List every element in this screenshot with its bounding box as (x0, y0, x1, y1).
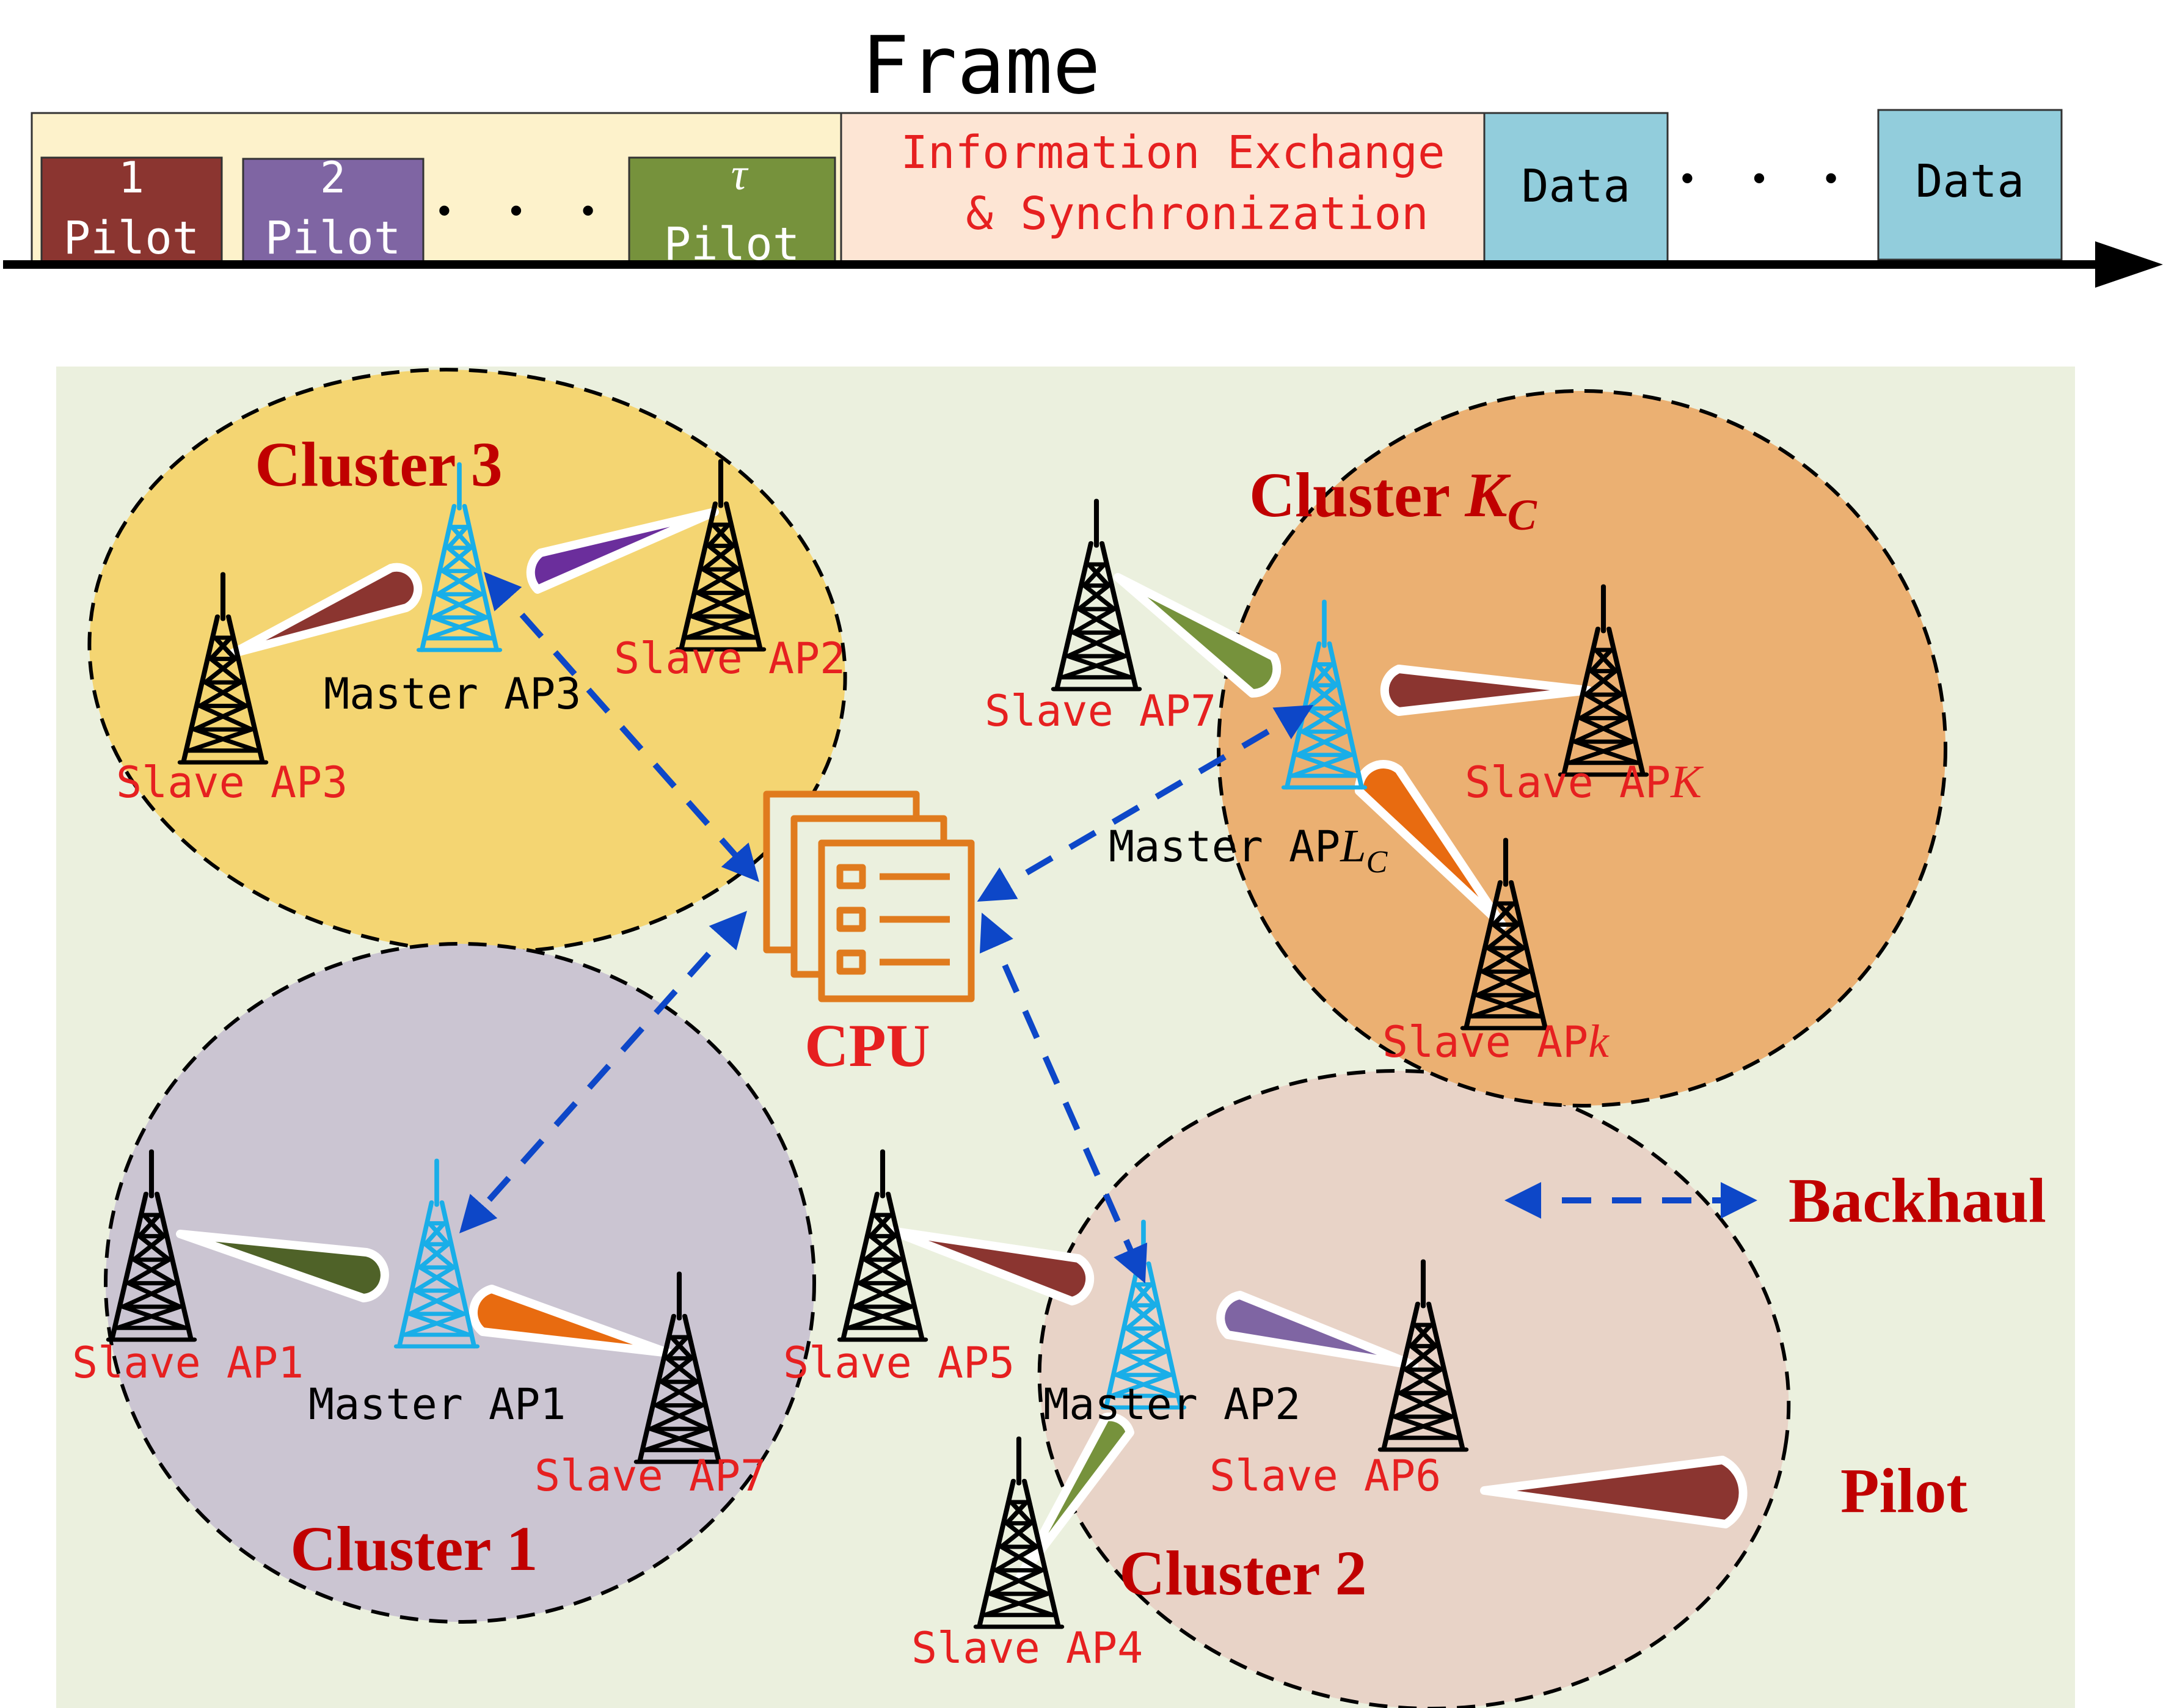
pilot-2-label: Pilot (265, 212, 401, 265)
backhaul-master-apLc (977, 704, 1314, 902)
legend-backhaul-label: Backhaul (1789, 1166, 2046, 1236)
cluster-3-title: Cluster 3 (255, 429, 502, 500)
beam-slave-apK (1380, 665, 1592, 716)
label-master-apLc: Master APLC (1109, 820, 1388, 880)
beam-slave-ap7-top (1114, 573, 1282, 698)
cluster-2-title: Cluster 2 (1119, 1538, 1366, 1608)
label-slave-ap7-top: Slave AP7 (985, 686, 1216, 736)
backhaul-links (459, 572, 1314, 1283)
pilot-block-2 (242, 158, 425, 264)
pilot-beams (176, 508, 1748, 1583)
cluster-1-title: Cluster 1 (290, 1514, 538, 1584)
label-slave-ap4: Slave AP4 (911, 1623, 1143, 1673)
ap-labels: Master AP3 Slave AP3 Slave AP2 Slave AP7… (72, 633, 1704, 1673)
label-slave-ap6: Slave AP6 (1209, 1451, 1441, 1501)
cpu-label: CPU (804, 1012, 930, 1079)
cluster-kc-title: Cluster KC (1249, 460, 1537, 539)
label-slave-ap1: Slave AP1 (72, 1338, 304, 1388)
beam-slave-ap4 (1015, 1412, 1134, 1583)
info-exchange-line2: & Synchronization (966, 188, 1428, 240)
label-slave-ap7-bottom: Slave AP7 (534, 1451, 766, 1501)
legend: Backhaul Pilot (1504, 1166, 2046, 1526)
frame-title: Frame (861, 19, 1100, 112)
legend-pilot-label: Pilot (1840, 1456, 1967, 1526)
frame-dots-right: • • • (1681, 158, 1862, 199)
pilot-tau-index: τ (731, 150, 749, 200)
label-master-ap3: Master AP3 (324, 669, 581, 719)
cluster-2-area (1037, 1068, 1791, 1708)
cpu-icon (763, 790, 975, 1002)
beam-slave-ap7-bottom (469, 1285, 673, 1357)
timeline-arrowhead (2095, 241, 2163, 288)
label-master-ap2: Master AP2 (1043, 1379, 1300, 1429)
beam-slave-ap1 (176, 1230, 389, 1302)
beam-slave-ap3 (228, 563, 423, 658)
data-label-1: Data (1522, 160, 1630, 213)
pilot-1-index: 1 (119, 153, 144, 203)
label-master-ap1: Master AP1 (308, 1379, 566, 1429)
label-slave-ap5: Slave AP5 (783, 1338, 1015, 1388)
label-slave-apK: Slave APK (1465, 756, 1704, 808)
frame-dots-left: • • • (438, 190, 619, 231)
info-exchange-block (840, 112, 1486, 264)
pilot-2-index: 2 (320, 153, 346, 203)
legend-pilot-shape (1480, 1456, 1748, 1528)
label-slave-ap3: Slave AP3 (116, 757, 348, 808)
data-block-1 (1483, 112, 1669, 264)
frame-timeline: Frame 1 Pilot 2 Pilot τ Pilot • • • Info… (3, 19, 2163, 288)
data-block-2 (1877, 109, 2063, 261)
backhaul-master-ap1 (459, 911, 747, 1233)
backhaul-master-ap3 (484, 572, 759, 882)
label-slave-ap2: Slave AP2 (614, 633, 845, 684)
beam-slave-ap6 (1216, 1291, 1418, 1370)
info-exchange-line1: Information Exchange (900, 126, 1445, 179)
data-label-2: Data (1916, 155, 2024, 208)
pilot-block-1 (40, 156, 223, 264)
pilot-1-label: Pilot (64, 212, 200, 265)
backhaul-master-ap2 (979, 913, 1148, 1283)
label-slave-apk: Slave APk (1382, 1016, 1610, 1067)
